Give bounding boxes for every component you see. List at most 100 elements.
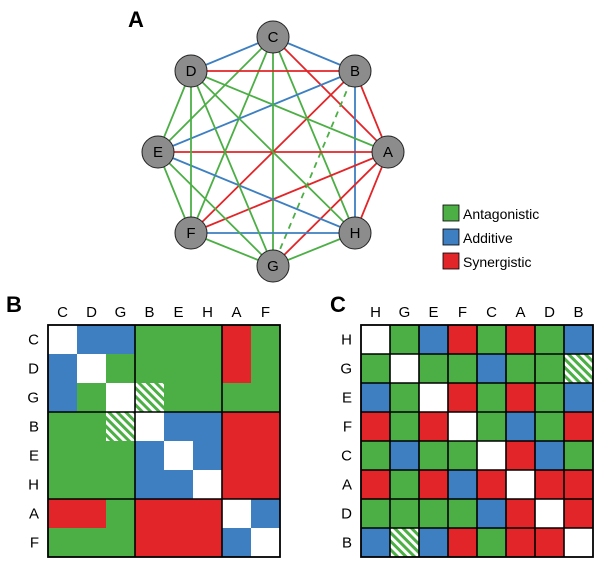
matrix-c-cell-A-E-synergistic [419,470,449,500]
matrix-c-cell-C-D-additive [535,441,565,471]
matrix-c-cell-B-B-self [564,528,594,558]
node-label-E: E [153,144,163,161]
matrix-c-col-label-D: D [544,304,555,321]
matrix-b-cell-D-E-antagonistic [164,354,194,384]
matrix-c-cell-B-F-synergistic [448,528,478,558]
matrix-b-col-label-E: E [173,304,183,321]
matrix-c-cell-C-F-antagonistic [448,441,478,471]
matrix-b-cell-G-E-antagonistic [164,383,194,413]
node-label-D: D [186,63,197,80]
matrix-c-cell-C-H-antagonistic [361,441,391,471]
matrix-c-cell-A-H-synergistic [361,470,391,500]
matrix-c-cell-G-A-antagonistic [506,354,536,384]
matrix-b-col-label-A: A [231,304,241,321]
matrix-b-row-label-C: C [28,332,39,349]
matrix-b-cell-D-F-antagonistic [251,354,281,384]
node-label-H: H [350,225,361,242]
matrix-b-col-label-F: F [261,304,270,321]
matrix-b-cell-D-G-antagonistic [106,354,136,384]
matrix-b-cell-E-G-antagonistic [106,441,136,471]
matrix-b-row-label-D: D [28,361,39,378]
matrix-c-cell-G-H-antagonistic [361,354,391,384]
matrix-b-cell-E-F-synergistic [251,441,281,471]
matrix-b-cell-B-C-antagonistic [48,412,78,442]
matrix-b-cell-H-D-antagonistic [77,470,107,500]
matrix-b-cell-C-A-synergistic [222,325,252,355]
matrix-b-col-label-B: B [144,304,154,321]
matrix-b-cell-A-C-synergistic [48,499,78,529]
matrix-c-cell-G-C-additive [477,354,507,384]
matrix-c-cell-G-F-antagonistic [448,354,478,384]
matrix-c-col-label-E: E [428,304,438,321]
matrix-b-cell-C-F-antagonistic [251,325,281,355]
matrix-b-cell-F-H-synergistic [193,528,223,558]
matrix-c-cell-C-A-synergistic [506,441,536,471]
legend-label-antagonistic: Antagonistic [463,206,539,222]
matrix-c-cell-F-E-synergistic [419,412,449,442]
matrix-c-cell-F-B-synergistic [564,412,594,442]
matrix-c-col-label-G: G [399,304,411,321]
node-label-B: B [350,63,360,80]
matrix-c-cell-D-B-synergistic [564,499,594,529]
matrix-b-cell-H-G-antagonistic [106,470,136,500]
matrix-b-cell-B-H-additive [193,412,223,442]
node-G [256,249,290,283]
matrix-b-cell-F-C-antagonistic [48,528,78,558]
matrix-c-cell-G-E-antagonistic [419,354,449,384]
matrix-b-cell-C-B-antagonistic [135,325,165,355]
matrix-b-cell-F-A-additive [222,528,252,558]
edge-G-D-antagonistic [190,70,274,267]
matrix-c-cell-D-A-synergistic [506,499,536,529]
matrix-c-cell-B-C-antagonistic [477,528,507,558]
matrix-b-cell-C-D-additive [77,325,107,355]
matrix-b-cell-G-H-antagonistic [193,383,223,413]
matrix-b-cell-F-D-antagonistic [77,528,107,558]
matrix-b-col-label-G: G [115,304,127,321]
matrix-b-cell-B-D-antagonistic [77,412,107,442]
matrix-b-cell-C-C-self [48,325,78,355]
panel-label-b: B [6,292,22,317]
matrix-c-cell-A-B-synergistic [564,470,594,500]
matrix-b-cell-F-G-antagonistic [106,528,136,558]
matrix-b-cell-F-E-synergistic [164,528,194,558]
matrix-b-row-label-B: B [29,419,39,436]
legend-swatch-additive [442,228,460,246]
node-E [141,135,175,169]
matrix-c-col-label-B: B [573,304,583,321]
matrix-b-cell-F-B-synergistic [135,528,165,558]
matrix-c-cell-E-A-synergistic [506,383,536,413]
matrix-c-cell-B-E-additive [419,528,449,558]
matrix-b-cell-E-H-additive [193,441,223,471]
matrix-b-cell-H-C-antagonistic [48,470,78,500]
matrix-b-cell-B-E-additive [164,412,194,442]
matrix-b-cell-A-H-synergistic [193,499,223,529]
matrix-c-cell-C-E-antagonistic [419,441,449,471]
matrix-c-cell-E-H-additive [361,383,391,413]
matrix-c-col-label-F: F [458,304,467,321]
matrix-b-cell-E-C-antagonistic [48,441,78,471]
matrix-b-row-label-F: F [30,535,39,552]
matrix-b-cell-C-E-antagonistic [164,325,194,355]
matrix-c-cell-D-D-self [535,499,565,529]
matrix-b-col-label-H: H [202,304,213,321]
matrix-b-cell-G-B-antagonistic-hatched [135,383,165,413]
matrix-b-row-label-H: H [28,477,39,494]
matrix-b-cell-D-D-self [77,354,107,384]
matrix-c-cell-B-A-synergistic [506,528,536,558]
matrix-c-row-label-H: H [341,332,352,349]
edge-H-D-antagonistic [190,70,356,234]
matrix-c-row-label-F: F [343,419,352,436]
node-C [256,20,290,54]
matrix-c-row-label-G: G [340,361,352,378]
matrix-c-row-label-E: E [342,390,352,407]
matrix-c-cell-F-G-antagonistic [390,412,420,442]
matrix-c-cell-E-C-antagonistic [477,383,507,413]
node-D [174,54,208,88]
edge-G-E-antagonistic [157,151,274,267]
matrix-b-cell-D-H-antagonistic [193,354,223,384]
matrix-b-cell-H-H-self [193,470,223,500]
matrix-c-cell-D-H-antagonistic [361,499,391,529]
matrix-c-cell-E-G-antagonistic [390,383,420,413]
